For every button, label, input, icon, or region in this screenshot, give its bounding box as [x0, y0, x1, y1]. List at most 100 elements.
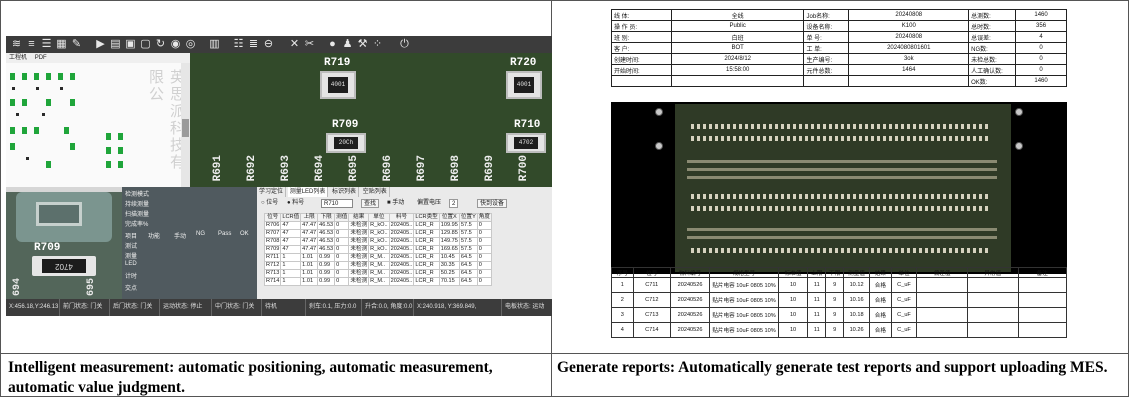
col-pos-y[interactable]: 位置Y	[458, 213, 478, 222]
col-lcr-value[interactable]: LCR值	[280, 213, 302, 222]
report-item-cell: 11	[807, 307, 827, 323]
piano-icon[interactable]: ▤	[110, 38, 121, 50]
table-cell: LCR_R	[413, 261, 440, 270]
qrcode-icon[interactable]: ▣	[125, 38, 136, 50]
table-cell: 1.01	[300, 261, 319, 270]
user-icon[interactable]: ●	[329, 38, 336, 50]
layout-scrollbar[interactable]	[181, 63, 190, 187]
report-item-cell: 11	[807, 322, 827, 338]
col-result[interactable]: 结果	[348, 213, 370, 222]
tab-project[interactable]: 工程机	[9, 55, 28, 61]
sliders-icon[interactable]: ☷	[233, 38, 244, 50]
table-cell: 149.75	[438, 237, 460, 246]
bars-icon[interactable]: ≣	[248, 38, 259, 50]
col-measured[interactable]: 测值	[334, 213, 350, 222]
tab-pdf[interactable]: PDF	[34, 55, 47, 61]
rotated-designator: R694	[314, 155, 326, 182]
table-cell: 202405..	[388, 221, 415, 230]
layout-pad	[118, 147, 123, 154]
rotated-designator: R692	[246, 155, 258, 182]
report-header-cell: 20240808	[848, 31, 970, 43]
report-item-cell: 贴片电容 10uF 0805 10%	[709, 322, 779, 338]
mute-icon[interactable]: ✕	[289, 38, 300, 50]
col-designator[interactable]: 位号	[263, 213, 282, 222]
grid-icon[interactable]: ▦	[56, 38, 67, 50]
report-header-row: OK数:1460	[611, 75, 1067, 87]
radio-part-number[interactable]: ● 料号	[287, 200, 305, 206]
layout-pad	[36, 87, 39, 90]
report-header-cell: 生产编号:	[803, 53, 850, 65]
manual-checkbox[interactable]: ■ 手动	[387, 200, 405, 206]
camera-icon[interactable]: ◉	[170, 38, 181, 50]
search-input[interactable]: R710	[321, 199, 353, 208]
window-icon[interactable]: ▢	[140, 38, 151, 50]
col-material: 物料编号	[669, 267, 711, 278]
report-item-cell: 9	[825, 322, 845, 338]
table-cell: 30.35	[438, 261, 460, 270]
panel-row-continuous[interactable]: 持续测量	[125, 202, 150, 208]
col-unit[interactable]: 单位	[368, 213, 390, 222]
table-cell: 未检测	[348, 237, 370, 246]
loop-icon[interactable]: ↻	[155, 38, 166, 50]
col-angle[interactable]: 角度	[476, 213, 493, 222]
scissors-icon[interactable]: ✂	[304, 38, 315, 50]
tab-empty-list[interactable]: 空贴列表	[361, 187, 390, 197]
col-pos-x[interactable]: 位置X	[438, 213, 460, 222]
rotated-designator: R698	[450, 155, 462, 182]
table-cell: 202405..	[388, 277, 415, 286]
layers-icon[interactable]: ≋	[11, 38, 22, 50]
table-cell: R_M..	[368, 261, 390, 270]
board-image	[611, 102, 1067, 274]
col-part[interactable]: 料号	[388, 213, 415, 222]
table-cell: LCR_R	[413, 237, 440, 246]
board-layout-view[interactable]: 英思派科技有限公	[6, 63, 181, 187]
panel-row-test: 测试	[125, 244, 138, 250]
table-cell: 1	[280, 261, 302, 270]
status-position: X:240.918, Y:369.849, Z:20.000	[414, 299, 502, 316]
table-cell: R712	[263, 261, 282, 270]
camera-view[interactable]: R719 4001 R720 4001 R709 20Ch R710 4702 …	[190, 53, 552, 187]
stack-icon[interactable]: ≡	[28, 38, 35, 50]
dial-icon[interactable]: ◎	[185, 38, 196, 50]
grid-dots-icon[interactable]: ⁘	[372, 38, 383, 50]
search-button[interactable]: 查找	[361, 199, 380, 208]
device-button[interactable]: 快到设备	[477, 199, 508, 208]
user-settings-icon[interactable]: ♟	[342, 38, 353, 50]
tools-icon[interactable]: ⚒	[357, 38, 368, 50]
layout-pad	[42, 113, 45, 116]
bias-voltage-select[interactable]: 2	[449, 199, 459, 208]
report-header-cell: 4	[1015, 31, 1067, 43]
table-cell: 未检测	[348, 253, 370, 262]
layout-pad	[46, 99, 51, 106]
designator-label: R719	[324, 57, 351, 69]
panel-row-mode[interactable]: 检测模式	[125, 192, 150, 198]
power-icon[interactable]: ⏻	[400, 38, 409, 50]
play-icon[interactable]: ▶	[96, 38, 105, 50]
radio-designator[interactable]: ○ 位号	[261, 200, 279, 206]
tab-learn-position[interactable]: 学习定位	[257, 187, 287, 197]
col-lcr-type[interactable]: LCR类型	[413, 213, 440, 222]
chart-icon[interactable]: ▥	[209, 38, 220, 50]
scrollbar-thumb[interactable]	[182, 119, 189, 137]
component-row	[691, 124, 991, 129]
panel-row-scan[interactable]: 扫描测量	[125, 212, 150, 218]
tab-measure-list[interactable]: 测量LED列表	[287, 187, 329, 197]
report-header-cell: 人工确认数:	[968, 64, 1017, 76]
table-cell: 1.01	[300, 269, 319, 278]
col-upper[interactable]: 上限	[300, 213, 319, 222]
stop-icon[interactable]: ⊖	[263, 38, 274, 50]
tab-mark-list[interactable]: 标识列表	[330, 187, 360, 197]
col-lower[interactable]: 下限	[317, 213, 336, 222]
list-icon[interactable]: ☰	[41, 38, 52, 50]
report-header-cell	[803, 75, 850, 87]
pencil-icon[interactable]: ✎	[71, 38, 82, 50]
